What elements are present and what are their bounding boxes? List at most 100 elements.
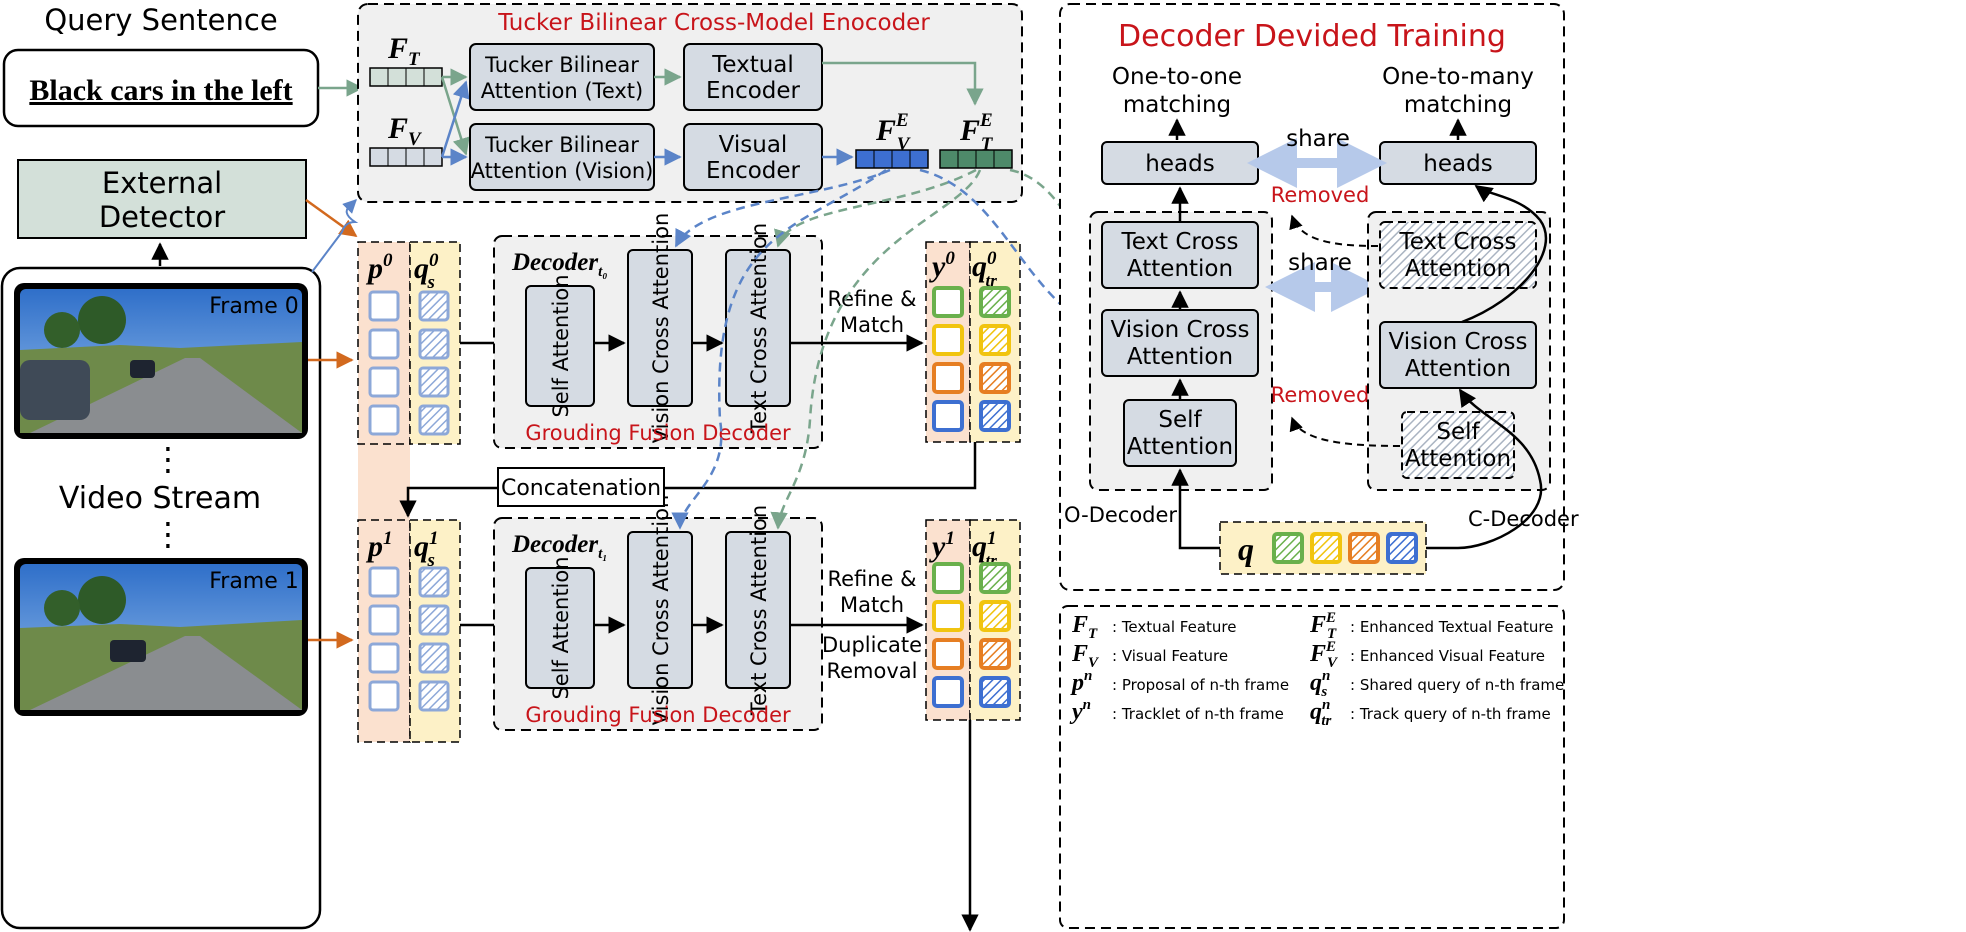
p0-label: p0: [365, 250, 393, 285]
video-stream-label: Video Stream: [59, 481, 261, 516]
p1-symbol: p: [365, 530, 383, 563]
o-self-attention-label-2: Attention: [1127, 434, 1233, 460]
y0-sup: 0: [945, 248, 955, 269]
heads-right-label: heads: [1423, 151, 1492, 177]
q-slots: [1272, 532, 1418, 564]
external-detector-box: [17, 159, 307, 239]
c-vision-cross-box: [1379, 321, 1537, 389]
qs1-sup: 1: [429, 528, 439, 549]
decoder1-self-attention: [525, 567, 595, 689]
refine-match-1-line1: Refine &: [827, 567, 916, 591]
legend-symbol: F: [1071, 641, 1088, 667]
visual-encoder-label-1: Visual: [719, 132, 788, 158]
decoder0-self-attention-label: Self Attention: [549, 274, 573, 417]
legend-sup: E: [1325, 610, 1336, 626]
o-decoder-label: O-Decoder: [1064, 503, 1177, 527]
legend-sub: T: [1088, 626, 1098, 642]
y0-label: y0: [929, 248, 955, 283]
fv-feature: FV: [369, 112, 443, 167]
removed-bottom-label: Removed: [1271, 383, 1370, 407]
fve-sup: E: [895, 110, 909, 131]
c-self-attention-label-2: Attention: [1405, 446, 1511, 472]
legend-sub: s: [1320, 684, 1327, 700]
c-query-to-vision: [1457, 388, 1543, 550]
p0-slots: [368, 290, 400, 436]
legend-sup: n: [1322, 668, 1330, 684]
qtr1-symbol: q: [972, 530, 987, 563]
removed-top-label: Removed: [1271, 183, 1370, 207]
duplicate-removal-line2: Removal: [826, 659, 917, 683]
qs1-slots: [418, 566, 450, 712]
qtr0-slots: [979, 286, 1011, 432]
frame-1-image: [14, 558, 308, 716]
decoder1-self-attention-label: Self Attention: [549, 556, 573, 699]
p0-symbol: p: [365, 252, 383, 285]
decoder0-text-cross-label: Text Cross Attention: [747, 223, 771, 434]
frame-0-label: Frame 0: [209, 294, 299, 319]
fte-symbol: F: [959, 114, 980, 147]
qs0-slots: [418, 290, 450, 436]
y1-symbol: y: [929, 530, 946, 563]
c-vision-cross-label-2: Attention: [1405, 356, 1511, 382]
legend-sub: V: [1327, 655, 1339, 671]
decoder1-name: Decoder: [511, 531, 598, 558]
o-vision-cross-label-2: Attention: [1127, 344, 1233, 370]
y1-label: y1: [929, 528, 955, 563]
decoder0-vision-cross: [627, 249, 693, 407]
frame-1-label: Frame 1: [209, 569, 299, 594]
legend-sub: T: [1327, 626, 1337, 642]
c-text-cross-label-1: Text Cross: [1399, 229, 1517, 255]
legend-symbol: p: [1070, 670, 1084, 696]
legend-sub: tr: [1321, 713, 1331, 729]
o2m-label-2: matching: [1404, 92, 1512, 118]
c-removed-bottom-arrow: [1289, 416, 1401, 447]
fte-sup: E: [979, 110, 993, 131]
svg-text:FV: FV: [387, 112, 422, 150]
decoder0-text-cross: [725, 249, 791, 407]
p1-sup: 1: [383, 528, 393, 549]
legend-item-2: pn: Proposal of n-th frame: [1070, 668, 1289, 696]
legend-symbol: q: [1310, 699, 1322, 725]
c-self-attention-label-1: Self: [1436, 419, 1480, 445]
q-label: q: [1238, 531, 1254, 567]
legend-description: : Enhanced Visual Feature: [1350, 647, 1545, 665]
qs0-symbol: q: [414, 252, 429, 285]
ft-symbol: F: [387, 32, 408, 65]
o2o-label-2: matching: [1123, 92, 1231, 118]
decoder0-name: Decoder: [511, 249, 598, 276]
fte-to-d1-text: [770, 169, 982, 530]
legend-item-0: FT: Textual Feature: [1071, 612, 1236, 642]
o-self-attention-label-1: Self: [1158, 407, 1202, 433]
o-vision-cross-label-1: Vision Cross: [1111, 317, 1250, 343]
tba-text-label-1: Tucker Bilinear: [484, 53, 639, 77]
ft-feature: FT: [369, 32, 443, 87]
qs0-sup: 0: [429, 250, 439, 271]
ft-sub: T: [408, 49, 421, 70]
fve-to-d1-vision: [671, 168, 887, 530]
c-removed-top-arrow: [1289, 214, 1379, 247]
query-title: Query Sentence: [44, 3, 277, 37]
q-to-o-self: [1171, 468, 1220, 550]
legend-symbol: F: [1309, 612, 1326, 638]
p1-label: p1: [365, 528, 393, 563]
fv-sub: V: [408, 129, 422, 150]
encoder-title: Tucker Bilinear Cross-Model Enocoder: [497, 10, 930, 36]
refine-match-0-line2: Match: [840, 313, 904, 337]
o2o-label-1: One-to-one: [1112, 64, 1242, 90]
qtr1-slots: [979, 562, 1011, 708]
o-text-cross-label-2: Attention: [1127, 256, 1233, 282]
fv-symbol: F: [387, 112, 408, 145]
legend-symbol: F: [1309, 641, 1326, 667]
y1-sup: 1: [945, 528, 955, 549]
tba-text-label-2: Attention (Text): [481, 79, 643, 103]
legend-sub: V: [1088, 655, 1100, 671]
tba-vision-label-2: Attention (Vision): [471, 159, 654, 183]
decoder1-vision-cross-label: Vision Cross Attention: [649, 495, 673, 726]
